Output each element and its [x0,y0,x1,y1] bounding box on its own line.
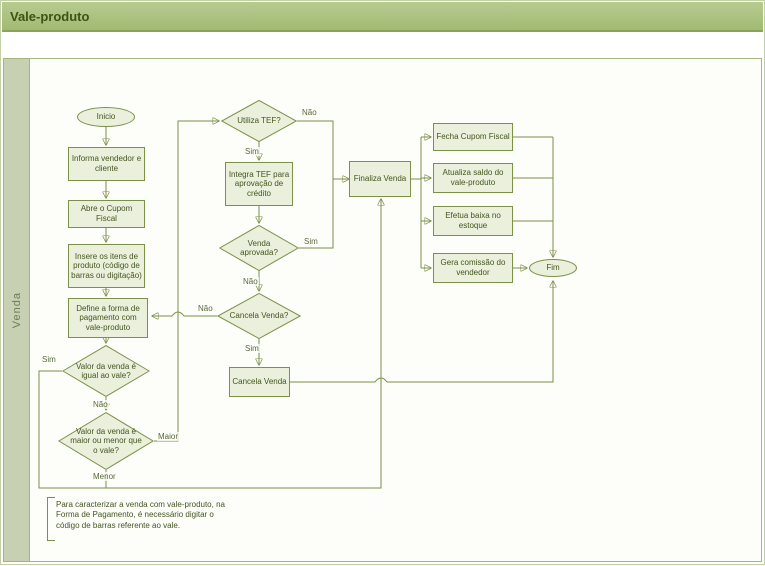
decision-venda-aprovada[interactable]: Venda aprovada? [219,225,299,271]
conn-cancela-fim [290,281,553,383]
edge-label-sim: Sim [244,147,260,156]
title-bar: Vale-produto [2,2,763,32]
step-label: Finaliza Venda [353,174,407,184]
step-fecha-cupom[interactable]: Fecha Cupom Fiscal [433,123,513,151]
step-efetua-baixa[interactable]: Efetua baixa no estoque [433,206,513,236]
conn-igual-sim-finaliza [38,199,381,489]
diamond-shape [221,100,297,142]
start-label: Inicio [96,112,116,122]
diamond-shape [217,293,301,339]
step-label: Informa vendedor e cliente [71,154,142,173]
page-title: Vale-produto [10,8,90,24]
conn-maior-tef [154,121,219,442]
edge-label-nao: Não [242,277,259,286]
conn-cancelaq-nao-define [152,311,217,316]
end-node[interactable]: Fim [529,259,577,277]
step-integra-tef[interactable]: Integra TEF para aprovação de crédito [225,162,293,206]
decision-label: Utiliza TEF? [237,116,281,126]
step-label: Abre o Cupom Fiscal [80,204,133,223]
step-cancela-venda[interactable]: Cancela Venda [229,367,290,397]
decision-label: Valor da venda é maior ou menor que o va… [70,427,142,455]
swimlane-venda: Venda [4,59,30,561]
step-label: Cancela Venda [232,377,287,387]
step-label: Gera comissão do vendedor [440,258,506,277]
edge-label-menor: Menor [92,472,117,481]
decision-cancela-venda[interactable]: Cancela Venda? [217,293,301,339]
step-label: Define a forma de pagamento com vale-pro… [76,303,140,332]
edge-label-nao: Não [301,108,318,117]
edge-label-maior: Maior [157,432,180,441]
edge-label-sim: Sim [303,237,319,246]
annotation-note: Para caracterizar a venda com vale-produ… [47,497,241,541]
end-label: Fim [546,263,560,273]
decision-label: Venda aprovada? [240,238,278,257]
diamond-shape [62,345,150,397]
decision-label: Valor da venda é igual ao vale? [76,361,136,380]
step-gera-comissao[interactable]: Gera comissão do vendedor [433,253,513,283]
step-label: Fecha Cupom Fiscal [436,132,510,142]
step-atualiza-saldo[interactable]: Atualiza saldo do vale-produto [433,163,513,193]
step-define-forma[interactable]: Define a forma de pagamento com vale-pro… [68,298,148,338]
step-finaliza-venda[interactable]: Finaliza Venda [349,161,411,197]
step-label: Integra TEF para aprovação de crédito [228,169,290,198]
start-node[interactable]: Inicio [77,107,135,127]
step-label: Atualiza saldo do vale-produto [442,168,504,187]
edge-label-sim: Sim [244,344,260,353]
edge-label-sim: Sim [41,355,57,364]
diamond-shape [219,225,299,271]
conn-tef-nao-merge [297,120,334,179]
step-abre-cupom[interactable]: Abre o Cupom Fiscal [68,200,145,228]
conn-finaliza-fanout [409,137,422,268]
conn-aprovada-sim-merge [299,179,334,249]
edge-label-nao: Não [197,304,214,313]
decision-valor-maior-menor[interactable]: Valor da venda é maior ou menor que o va… [58,412,154,470]
decision-valor-igual[interactable]: Valor da venda é igual ao vale? [62,345,150,397]
edge-label-nao: Não [92,400,109,409]
step-label: Efetua baixa no estoque [445,211,501,230]
decision-utiliza-tef[interactable]: Utiliza TEF? [221,100,297,142]
annotation-text: Para caracterizar a venda com vale-produ… [56,500,225,530]
step-label: Insere os itens de produto (código de ba… [71,251,142,280]
step-insere-itens[interactable]: Insere os itens de produto (código de ba… [68,244,145,288]
decision-label: Cancela Venda? [229,311,289,321]
diamond-shape [58,412,154,470]
step-informa-vendedor[interactable]: Informa vendedor e cliente [68,147,145,181]
conn-fanin-lines [513,136,553,222]
